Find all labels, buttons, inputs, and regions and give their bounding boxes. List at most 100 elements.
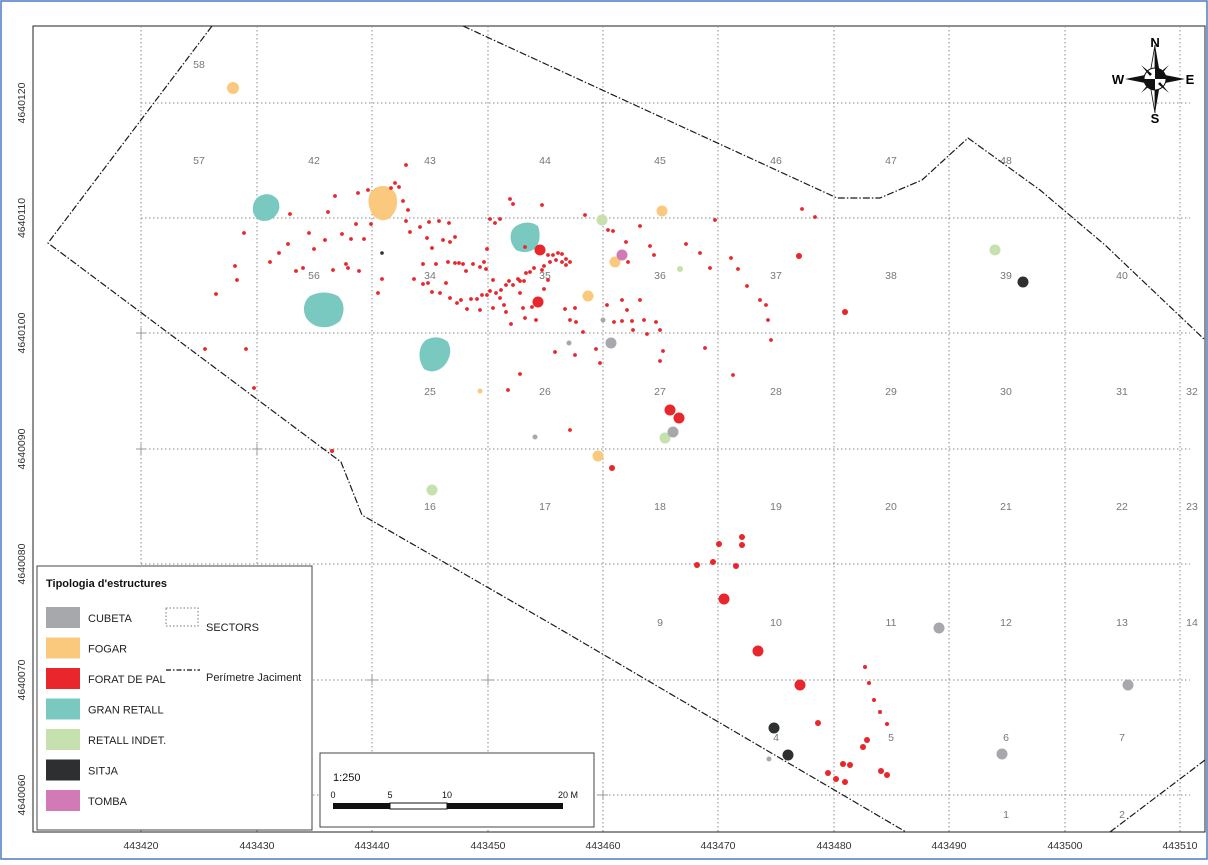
- forat-de-pal-feature: [346, 266, 350, 270]
- forat-de-pal-feature: [546, 253, 550, 257]
- forat-de-pal-feature: [733, 563, 739, 569]
- forat-de-pal-feature: [521, 306, 525, 310]
- forat-de-pal-feature: [645, 332, 649, 336]
- sector-grid: [140, 26, 1190, 832]
- x-tick-label: 443420: [123, 840, 158, 852]
- forat-de-pal-feature: [867, 681, 871, 685]
- forat-de-pal-feature: [294, 269, 298, 273]
- forat-de-pal-feature: [842, 779, 848, 785]
- forat-de-pal-feature: [769, 338, 773, 342]
- forat-de-pal-feature: [326, 210, 330, 214]
- forat-de-pal-feature: [244, 347, 248, 351]
- legend-title: Tipologia d'estructures: [46, 578, 167, 590]
- forat-de-pal-feature: [376, 291, 380, 295]
- fogar-feature: [477, 388, 483, 394]
- forat-de-pal-feature: [312, 247, 316, 251]
- sector-label: 19: [770, 501, 782, 513]
- sector-label: 16: [424, 501, 436, 513]
- retall-indet-feature: [677, 266, 683, 272]
- legend-swatch: [46, 698, 80, 720]
- forat-de-pal-feature: [624, 240, 628, 244]
- forat-de-pal-feature: [333, 194, 337, 198]
- forat-de-pal-feature: [491, 306, 495, 310]
- forat-de-pal-feature: [573, 353, 577, 357]
- sector-label: 32: [1186, 386, 1198, 398]
- forat-de-pal-feature: [554, 258, 558, 262]
- compass-rose: N S E W: [1112, 35, 1195, 126]
- sector-label: 40: [1116, 270, 1128, 282]
- forat-de-pal-feature: [404, 219, 408, 223]
- forat-de-pal-feature: [551, 253, 555, 257]
- sector-label: 46: [770, 155, 782, 167]
- site-perimeter: [47, 25, 1206, 833]
- forat-de-pal-feature: [594, 347, 598, 351]
- forat-de-pal-feature: [833, 776, 839, 782]
- forat-de-pal-feature: [752, 645, 764, 657]
- gran-retall-feature: [510, 222, 540, 253]
- sector-label: 17: [539, 501, 551, 513]
- forat-de-pal-feature: [598, 361, 602, 365]
- forat-de-pal-feature: [455, 301, 459, 305]
- forat-de-pal-feature: [739, 542, 745, 548]
- sector-label: 5: [888, 732, 894, 744]
- forat-de-pal-feature: [426, 281, 430, 285]
- sector-label: 36: [654, 270, 666, 282]
- sector-label: 37: [770, 270, 782, 282]
- forat-de-pal-feature: [863, 665, 867, 669]
- cubeta-feature: [996, 748, 1008, 760]
- forat-de-pal-feature: [583, 213, 587, 217]
- forat-de-pal-feature: [573, 306, 577, 310]
- legend-label: SITJA: [88, 766, 119, 778]
- forat-de-pal-feature: [731, 373, 735, 377]
- perimeter-label: Perímetre Jaciment: [206, 672, 301, 684]
- forat-de-pal-feature: [638, 298, 642, 302]
- forat-de-pal-feature: [796, 253, 802, 259]
- forat-de-pal-feature: [840, 761, 846, 767]
- sector-label: 18: [654, 501, 666, 513]
- forat-de-pal-feature: [307, 231, 311, 235]
- forat-de-pal-feature: [620, 319, 624, 323]
- forat-de-pal-feature: [847, 762, 853, 768]
- forat-de-pal-feature: [534, 318, 538, 322]
- forat-de-pal-feature: [354, 222, 358, 226]
- forat-de-pal-feature: [471, 262, 475, 266]
- forat-de-pal-feature: [739, 534, 745, 540]
- x-tick-label: 443480: [816, 840, 851, 852]
- forat-de-pal-feature: [606, 228, 610, 232]
- sector-label: 58: [193, 59, 205, 71]
- sector-label: 13: [1116, 617, 1128, 629]
- sector-label: 38: [885, 270, 897, 282]
- sector-label: 30: [1000, 386, 1012, 398]
- forat-de-pal-feature: [242, 231, 246, 235]
- forat-de-pal-feature: [461, 262, 465, 266]
- forat-de-pal-feature: [736, 267, 740, 271]
- fogar-feature: [609, 256, 621, 268]
- forat-de-pal-feature: [581, 330, 585, 334]
- forat-de-pal-feature: [421, 282, 425, 286]
- forat-de-pal-feature: [626, 260, 630, 264]
- forat-de-pal-feature: [408, 230, 412, 234]
- legend-swatch: [46, 790, 80, 811]
- forat-de-pal-feature: [444, 281, 448, 285]
- forat-de-pal-feature: [418, 225, 422, 229]
- x-tick-label: 443450: [470, 840, 505, 852]
- y-tick-label: 4640120: [16, 82, 28, 123]
- y-tick-label: 4640060: [16, 774, 28, 815]
- forat-de-pal-feature: [425, 236, 429, 240]
- forat-de-pal-feature: [498, 217, 502, 221]
- x-tick-label: 443440: [354, 840, 389, 852]
- sectors-label: SECTORS: [206, 622, 259, 634]
- forat-de-pal-feature: [884, 772, 890, 778]
- sector-label: 43: [424, 155, 436, 167]
- forat-de-pal-feature: [404, 163, 408, 167]
- forat-de-pal-feature: [878, 768, 884, 774]
- forat-de-pal-feature: [430, 290, 434, 294]
- legend-swatch: [46, 759, 80, 781]
- forat-de-pal-feature: [612, 320, 616, 324]
- forat-de-pal-feature: [652, 253, 656, 257]
- forat-de-pal-feature: [340, 232, 344, 236]
- forat-de-pal-feature: [631, 328, 635, 332]
- sector-label: 45: [654, 155, 666, 167]
- forat-de-pal-feature: [530, 305, 534, 309]
